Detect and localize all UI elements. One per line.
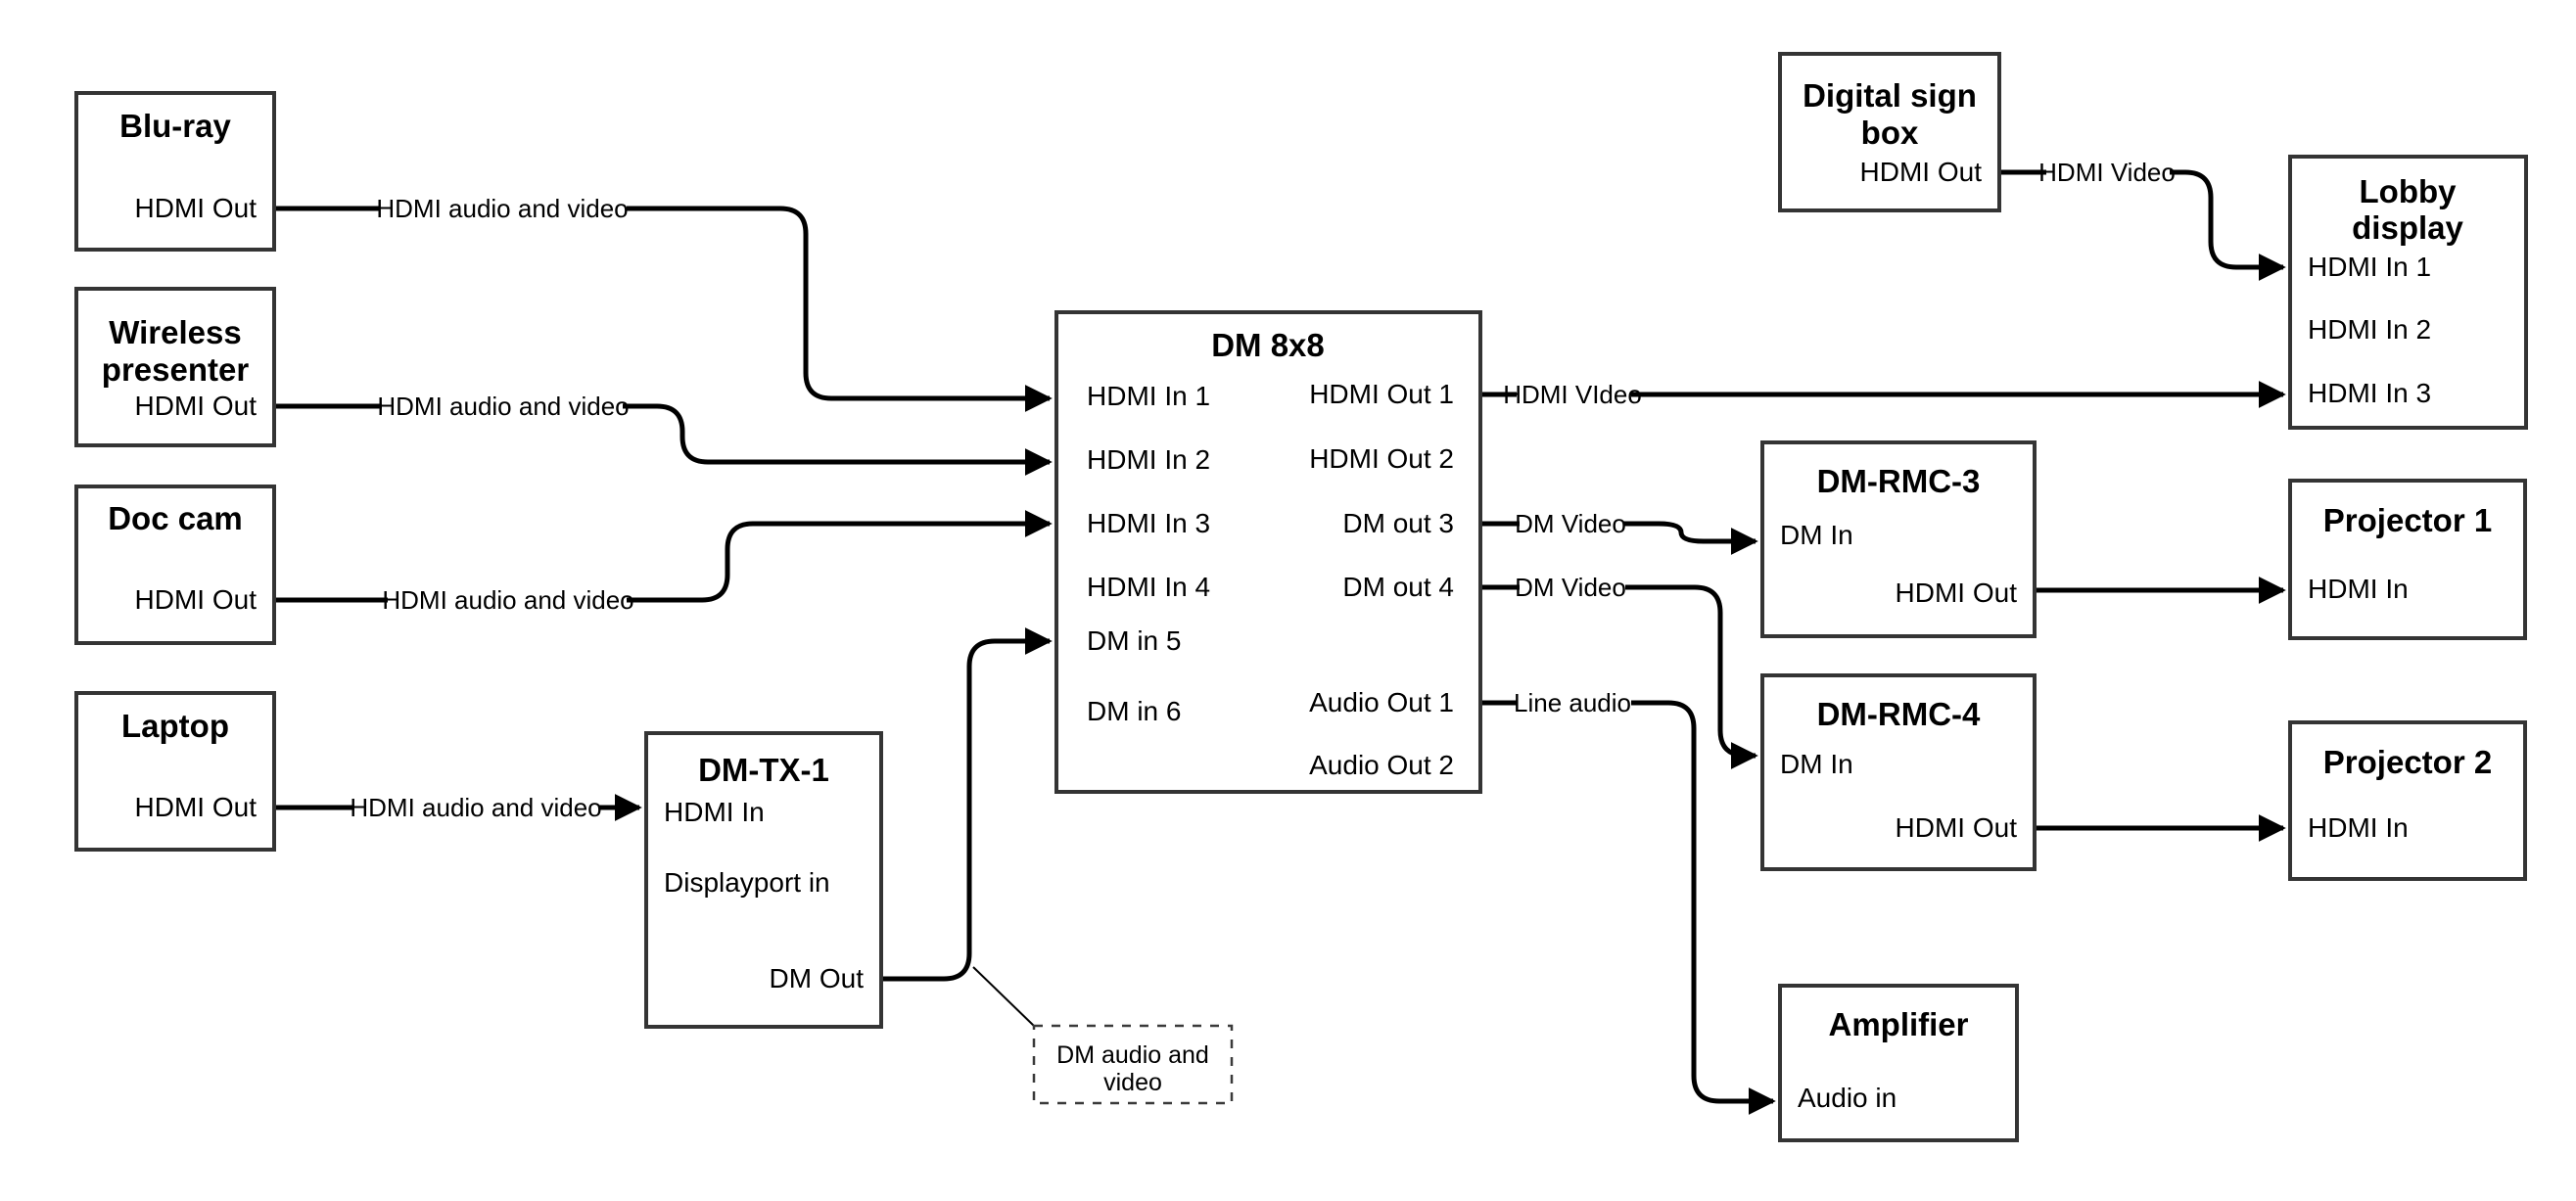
- dm-8x8-port-hdmi-in-4: HDMI In 4: [1087, 572, 1210, 602]
- dm-8x8-port-hdmi-out-2: HDMI Out 2: [1309, 443, 1454, 474]
- dm-8x8-port-hdmi-out-1: HDMI Out 1: [1309, 379, 1454, 409]
- dm-8x8-port-dm-in-6: DM in 6: [1087, 696, 1181, 726]
- wire-dmtx1-to-dm8x8-in5: [881, 627, 1053, 982]
- wire-dm8x8-out3-to-dmrmc3: [1623, 521, 1758, 555]
- dm-rmc-3-port-dm-in: DM In: [1780, 520, 1853, 550]
- dm-tx-1-port-hdmi-in: HDMI In: [664, 797, 765, 827]
- dm-8x8-box: [1054, 310, 1482, 794]
- dm-8x8-port-audio-out-2: Audio Out 2: [1309, 750, 1454, 780]
- lobby-display-port-hdmi-in-3: HDMI In 3: [2308, 378, 2431, 408]
- projector-2-port-hdmi-in: HDMI In: [2308, 812, 2409, 843]
- dm-8x8-port-hdmi-in-1: HDMI In 1: [1087, 381, 1210, 411]
- label-hdmi-video-main: HDMI VIdeo: [1503, 380, 1642, 409]
- label-hdmi-av-doccam: HDMI audio and video: [382, 585, 633, 615]
- wire-wireless-to-dm8x8-in2: [623, 403, 1053, 476]
- projector-2-box: [2288, 720, 2527, 881]
- digital-sign-box-port-hdmi-out: HDMI Out: [1860, 157, 1983, 187]
- label-line-audio: Line audio: [1514, 688, 1631, 717]
- dm-tx-1-box: [644, 731, 883, 1029]
- label-hdmi-av-laptop: HDMI audio and video: [350, 793, 601, 822]
- dm-tx-1-port-dm-out: DM Out: [770, 963, 865, 993]
- projector-1-title: Projector 1: [2323, 502, 2492, 538]
- amplifier-title: Amplifier: [1828, 1006, 1968, 1042]
- doc-cam-title: Doc cam: [108, 500, 243, 536]
- node-dm-8x8: DM 8x8 HDMI In 1 HDMI In 2 HDMI In 3 HDM…: [1054, 310, 1482, 794]
- dm-8x8-title: DM 8x8: [1211, 327, 1325, 363]
- dm-rmc-4-port-hdmi-out: HDMI Out: [1896, 812, 2018, 843]
- wire-bluray-to-dm8x8-in1: [627, 206, 1053, 412]
- dm-8x8-port-dm-out-3: DM out 3: [1342, 508, 1454, 538]
- digital-sign-box-box: [1778, 52, 2001, 212]
- wire-dm8x8-audio1-to-amp: [1631, 700, 1776, 1115]
- dm-tx-1-port-displayport-in: Displayport in: [664, 867, 830, 898]
- projector-2-title: Projector 2: [2323, 744, 2492, 780]
- wireless-presenter-box: [74, 287, 276, 447]
- dm-tx-1-title: DM-TX-1: [698, 752, 829, 788]
- digital-sign-box-title-line2: box: [1861, 115, 1919, 151]
- label-hdmi-video-sign: HDMI Video: [2038, 158, 2176, 187]
- dm-rmc-3-port-hdmi-out: HDMI Out: [1896, 577, 2018, 608]
- label-dm-video-out3: DM Video: [1515, 509, 1626, 538]
- callout-dm-audio-video: DM audio and video: [1032, 1024, 1234, 1105]
- lobby-display-port-hdmi-in-1: HDMI In 1: [2308, 252, 2431, 282]
- amplifier-port-audio-in: Audio in: [1798, 1083, 1897, 1113]
- laptop-box: [74, 691, 276, 852]
- laptop-port-hdmi-out: HDMI Out: [135, 792, 258, 822]
- callout-text-line1: DM audio and: [1056, 1041, 1209, 1069]
- dm-8x8-port-hdmi-in-3: HDMI In 3: [1087, 508, 1210, 538]
- node-digital-sign-box: Digital sign box HDMI Out: [1778, 52, 2001, 212]
- lobby-display-port-hdmi-in-2: HDMI In 2: [2308, 314, 2431, 345]
- lobby-display-title-line1: Lobby: [2360, 173, 2458, 209]
- dm-rmc-3-title: DM-RMC-3: [1817, 463, 1981, 499]
- node-blu-ray: Blu-ray HDMI Out: [74, 91, 276, 252]
- dm-8x8-port-dm-in-5: DM in 5: [1087, 625, 1181, 656]
- wire-labels: HDMI audio and video HDMI audio and vide…: [350, 158, 2175, 822]
- wire-doccam-to-dm8x8-in3: [627, 510, 1053, 603]
- label-hdmi-av-bluray: HDMI audio and video: [376, 194, 628, 223]
- label-dm-video-out4: DM Video: [1515, 573, 1626, 602]
- dm-rmc-4-port-dm-in: DM In: [1780, 749, 1853, 779]
- wire-digitalsign-to-lobby-in1: [2170, 169, 2286, 281]
- node-dm-rmc-3: DM-RMC-3 DM In HDMI Out: [1760, 440, 2037, 638]
- dm-8x8-port-hdmi-in-2: HDMI In 2: [1087, 444, 1210, 475]
- node-wireless-presenter: Wireless presenter HDMI Out: [74, 287, 276, 447]
- node-projector-2: Projector 2 HDMI In: [2288, 720, 2527, 881]
- wireless-presenter-title-line2: presenter: [102, 351, 250, 388]
- dm-8x8-port-audio-out-1: Audio Out 1: [1309, 687, 1454, 717]
- dm-rmc-4-box: [1760, 673, 2037, 871]
- wire-dm8x8-out4-to-dmrmc4: [1625, 584, 1758, 769]
- projector-1-box: [2288, 479, 2527, 640]
- blu-ray-port-hdmi-out: HDMI Out: [135, 193, 258, 223]
- lobby-display-title-line2: display: [2352, 209, 2463, 246]
- projector-1-port-hdmi-in: HDMI In: [2308, 574, 2409, 604]
- node-dm-rmc-4: DM-RMC-4 DM In HDMI Out: [1760, 673, 2037, 871]
- callout-box: [1032, 1024, 1234, 1105]
- wireless-presenter-port-hdmi-out: HDMI Out: [135, 391, 258, 421]
- wires: [274, 169, 2286, 1115]
- doc-cam-port-hdmi-out: HDMI Out: [135, 584, 258, 615]
- dm-rmc-4-title: DM-RMC-4: [1817, 696, 1981, 732]
- lobby-display-box: [2288, 155, 2528, 430]
- node-laptop: Laptop HDMI Out: [74, 691, 276, 852]
- node-projector-1: Projector 1 HDMI In: [2288, 479, 2527, 640]
- node-amplifier: Amplifier Audio in: [1778, 984, 2019, 1142]
- blu-ray-title: Blu-ray: [119, 108, 231, 144]
- dm-rmc-3-box: [1760, 440, 2037, 638]
- callout-text-line2: video: [1103, 1069, 1162, 1096]
- node-doc-cam: Doc cam HDMI Out: [74, 485, 276, 645]
- wireless-presenter-title-line1: Wireless: [109, 314, 241, 350]
- node-dm-tx-1: DM-TX-1 HDMI In Displayport in DM Out: [644, 731, 883, 1029]
- amplifier-box: [1778, 984, 2019, 1142]
- laptop-title: Laptop: [121, 708, 229, 744]
- label-hdmi-av-wireless: HDMI audio and video: [377, 392, 629, 421]
- dm-8x8-port-dm-out-4: DM out 4: [1342, 572, 1454, 602]
- digital-sign-box-title-line1: Digital sign: [1803, 77, 1977, 114]
- blu-ray-box: [74, 91, 276, 252]
- callout-leader-line: [972, 966, 1036, 1028]
- doc-cam-box: [74, 485, 276, 645]
- node-lobby-display: Lobby display HDMI In 1 HDMI In 2 HDMI I…: [2288, 155, 2528, 430]
